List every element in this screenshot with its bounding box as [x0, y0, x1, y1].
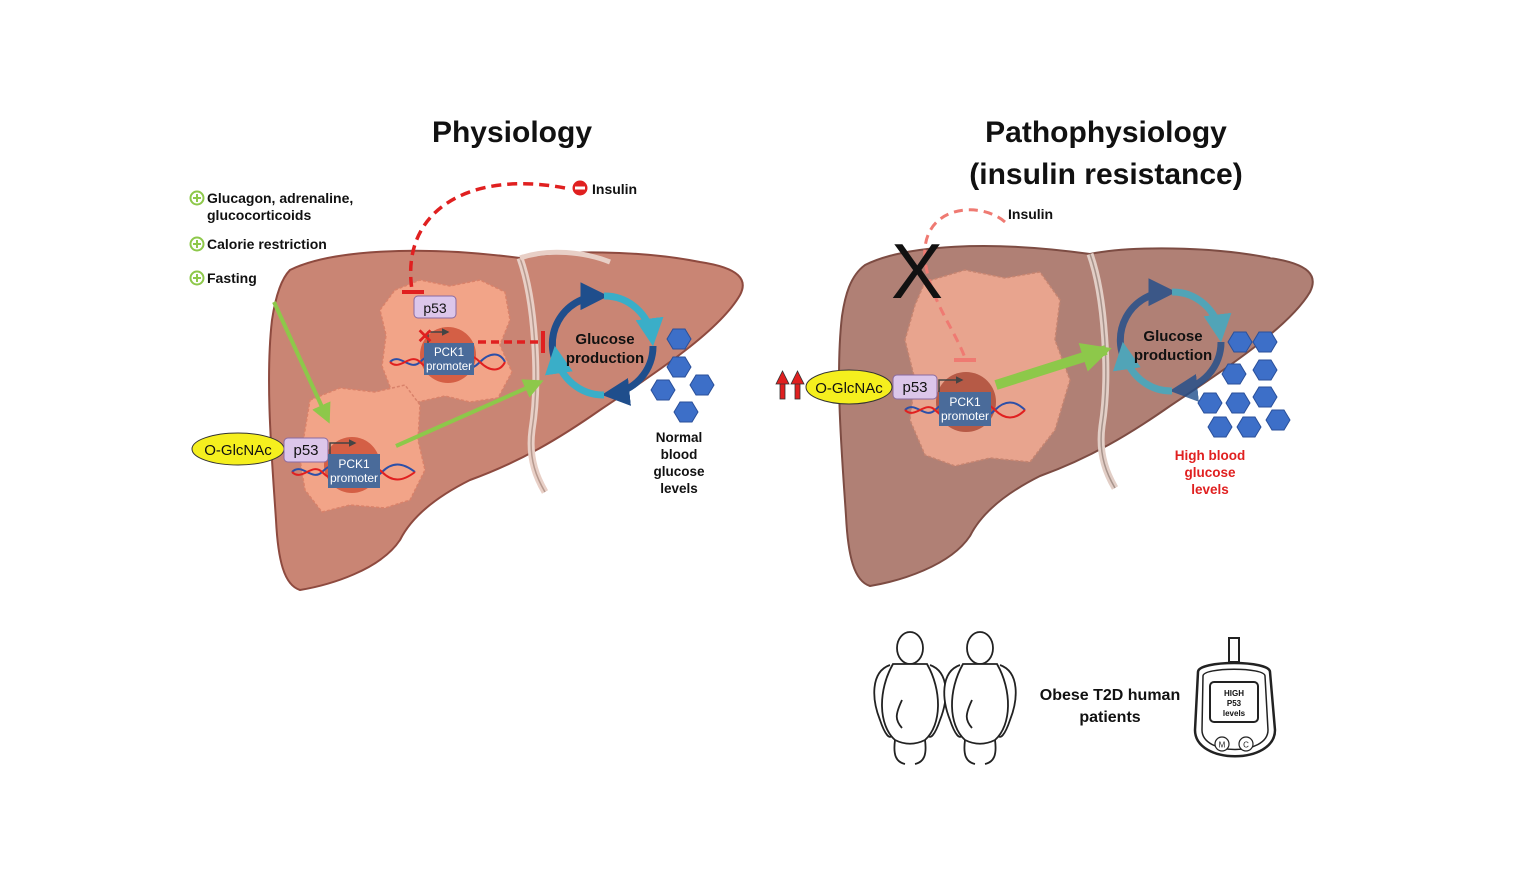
obese-patient-icon	[873, 631, 947, 765]
stimulus-fasting: Fasting	[207, 270, 257, 286]
svg-text:blood: blood	[661, 447, 698, 462]
activation-arrow-stimuli	[272, 301, 331, 424]
p53-box-lower	[283, 437, 329, 463]
increase-arrows-icon	[775, 370, 805, 400]
insulin-inhibition-line	[408, 182, 566, 291]
oglcnac-label-right: O-GlcNAc	[815, 380, 883, 397]
glucose-hexagon	[1252, 386, 1278, 408]
patients-label-1: Obese T2D human	[1040, 687, 1180, 704]
insulin-label-right: Insulin	[1008, 206, 1053, 222]
glucose-hexagon	[1265, 409, 1291, 431]
glucose-hexagon	[1252, 331, 1278, 353]
glucose-hexagon	[689, 374, 715, 396]
svg-text:glucose: glucose	[1184, 465, 1236, 480]
physiology-panel: Physiology Glucagon, adrenaline, glucoco…	[189, 116, 744, 592]
pck1-promoter-lower	[328, 454, 380, 488]
stimulus-calorie-restriction: Calorie restriction	[207, 236, 327, 252]
stimulus-hormones-line1: Glucagon, adrenaline,	[207, 190, 353, 206]
meter-button-c: C	[1243, 741, 1249, 750]
meter-text-2: P53	[1227, 699, 1242, 708]
pathophysiology-title-1: Pathophysiology	[985, 116, 1227, 149]
glucose-label-right-2: production	[1134, 347, 1212, 364]
pck1-label-right-2: promoter	[941, 409, 989, 423]
activation-arrow-glucose-left	[395, 379, 544, 448]
svg-text:Normal: Normal	[656, 430, 703, 445]
pck1-label-upper-1: PCK1	[434, 347, 464, 359]
insulin-label-left: Insulin	[592, 181, 637, 197]
glucose-production-cycle	[545, 282, 664, 406]
svg-text:glucose: glucose	[653, 464, 705, 479]
pck1-label-right-1: PCK1	[949, 395, 981, 409]
pathophysiology-title-2: (insulin resistance)	[969, 158, 1242, 191]
svg-text:levels: levels	[660, 481, 698, 496]
glucose-molecules-normal	[650, 328, 715, 423]
glucose-hexagon	[1236, 416, 1262, 438]
p53-label-lower: p53	[293, 442, 318, 459]
meter-text-1: HIGH	[1224, 689, 1244, 698]
insulin-line-faded	[923, 208, 1006, 359]
glucose-production-cycle-right	[1113, 278, 1232, 402]
glucose-hexagon	[1252, 359, 1278, 381]
glucose-hexagon	[1197, 392, 1223, 414]
svg-text:High blood: High blood	[1175, 448, 1245, 463]
glucose-label-left-1: Glucose	[575, 331, 634, 348]
stimulus-hormones-line2: glucocorticoids	[207, 207, 311, 223]
physiology-title: Physiology	[432, 116, 592, 149]
pck1-promoter-right	[939, 392, 991, 426]
patients-section: Obese T2D human patients HIGH P53 levels…	[873, 631, 1277, 765]
blocked-x-icon: ✕	[417, 326, 434, 348]
svg-text:levels: levels	[1191, 482, 1229, 497]
pathophysiology-panel: Pathophysiology (insulin resistance) Ins…	[775, 116, 1314, 588]
p53-label-right: p53	[902, 379, 927, 396]
p53-label-upper: p53	[423, 300, 447, 316]
pck1-label-lower-1: PCK1	[338, 457, 370, 471]
glucometer-icon	[1193, 637, 1277, 758]
pck1-label-upper-2: promoter	[426, 361, 472, 373]
pck1-label-lower-2: promoter	[330, 471, 378, 485]
pck1-promoter-upper	[424, 343, 474, 375]
oglcnac-badge-right	[805, 369, 893, 405]
meter-text-3: levels	[1223, 709, 1246, 718]
high-glucose-text: High blood glucose levels	[1175, 448, 1245, 497]
glucose-molecules-high	[1197, 331, 1291, 438]
glucose-hexagon	[1207, 416, 1233, 438]
oglcnac-label-left: O-GlcNAc	[204, 442, 272, 459]
glucose-hexagon	[1225, 392, 1251, 414]
glucose-hexagon	[1227, 331, 1253, 353]
patients-label-2: patients	[1079, 709, 1140, 726]
glucose-label-left-2: production	[566, 350, 644, 367]
glucose-hexagon	[1221, 363, 1247, 385]
glucose-hexagon	[666, 356, 692, 378]
p53-box-right	[892, 374, 938, 400]
stimuli-list: Glucagon, adrenaline, glucocorticoids Ca…	[189, 190, 353, 286]
glucose-hexagon	[673, 401, 699, 423]
glucose-hexagon	[666, 328, 692, 350]
meter-button-m: M	[1219, 741, 1226, 750]
obese-patient-icon	[943, 631, 1017, 765]
glucose-label-right-1: Glucose	[1143, 328, 1202, 345]
glucose-hexagon	[650, 379, 676, 401]
normal-glucose-text: Normal blood glucose levels	[653, 430, 705, 496]
blocked-x-mark: X	[891, 227, 943, 315]
p53-box-upper	[413, 295, 457, 319]
activation-arrow-glucose-right	[994, 342, 1112, 390]
